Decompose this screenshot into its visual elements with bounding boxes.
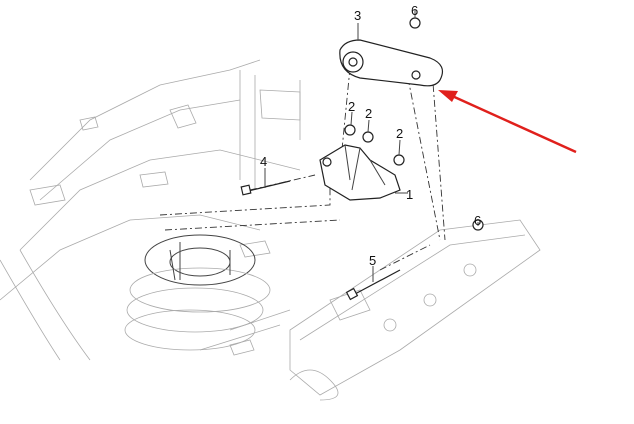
cylinder-head-cover [289,219,541,401]
callout-6-side: 6 [474,213,482,228]
nut-6-top [409,17,421,29]
bolt-5 [354,269,401,295]
callout-4: 4 [260,154,268,169]
callout-1: 1 [406,187,414,202]
red-arrow [438,90,577,154]
callout-3: 3 [354,8,362,23]
vehicle-body-structure [0,59,301,361]
engine-mount-arm [339,39,443,87]
callout-2b: 2 [365,106,373,121]
engine-mount-bracket [319,144,401,201]
callout-5: 5 [369,253,377,268]
callout-leaders [264,10,479,282]
callout-2a: 2 [348,99,356,114]
nut-2c [393,154,405,166]
nut-2a [344,124,356,136]
callout-6-top: 6 [411,3,419,18]
nut-2b [362,131,374,143]
strut-spring-assembly [124,234,271,351]
bolt-4 [247,180,291,192]
assembly-leader-lines [159,67,446,271]
bolts [240,180,401,301]
callout-2c: 2 [396,126,404,141]
